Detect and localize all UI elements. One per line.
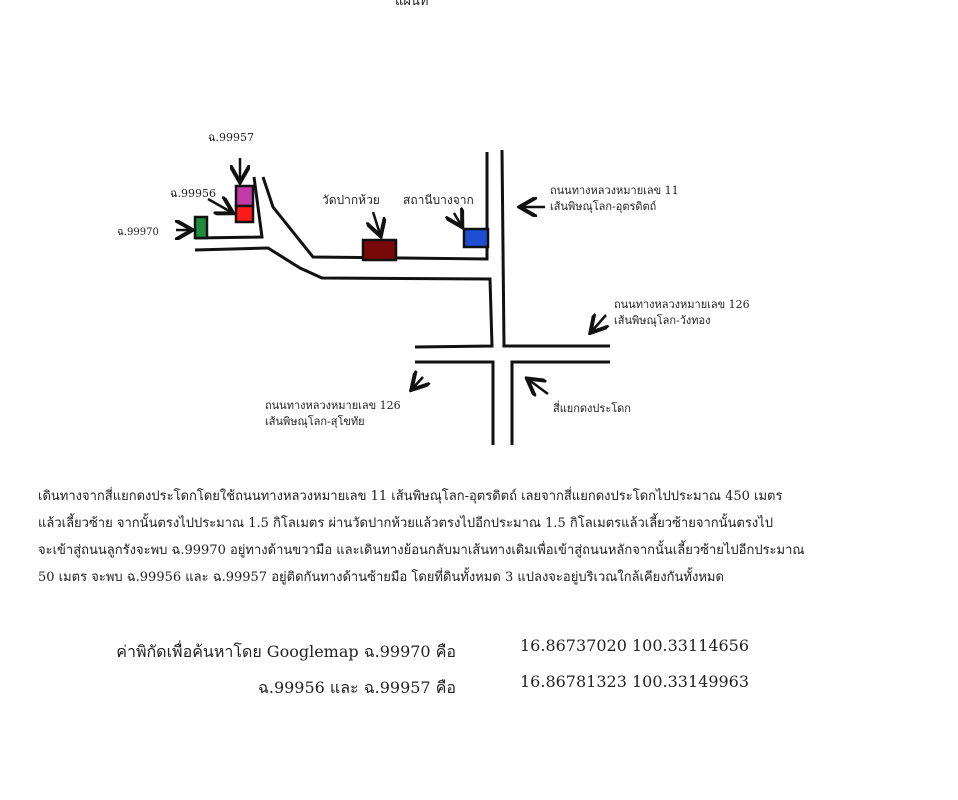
road-label-line: ถนนทางหลวงหมายเลข 11 — [550, 184, 679, 197]
arrow-icon — [529, 380, 549, 394]
page-title: แผนที่ — [395, 0, 429, 9]
landmark-bangchak-station — [462, 227, 490, 249]
arrow-icon — [207, 199, 231, 212]
directions-line: จะเข้าสู่ถนนลูกรังจะพบ ฉ.99970 อยู่ทางด้… — [38, 543, 805, 558]
road-label-line: เส้นพิษณุโลก-อุตรดิตถ์ — [550, 200, 657, 213]
arrow-icon — [373, 211, 380, 234]
coord-value-99956-99957: 16.86781323 100.33149963 — [520, 672, 750, 691]
main-road-north-edge — [261, 152, 489, 261]
plot-label-99957: ฉ.99957 — [208, 131, 254, 144]
side-road-north-edge — [194, 176, 264, 240]
road-label-line: เส้นพิษณุโลก-สุโขทัย — [265, 415, 365, 428]
plot-label-99956: ฉ.99956 — [170, 187, 216, 200]
directions-line: 50 เมตร จะพบ ฉ.99956 และ ฉ.99957 อยู่ติด… — [38, 570, 724, 585]
landmark-wat-pak-huai — [361, 238, 398, 262]
coord-label-99956-99957: ฉ.99956 และ ฉ.99957 คือ — [257, 678, 456, 697]
main-road-south-edge — [194, 246, 494, 349]
highway-11-east-edge — [500, 149, 610, 348]
location-map — [0, 149, 610, 445]
arrow-icon — [592, 315, 606, 331]
road-label-line: ถนนทางหลวงหมายเลข 126 — [265, 399, 401, 412]
road-label-hwy126-east: ถนนทางหลวงหมายเลข 126 เส้นพิษณุโลก-วังทอ… — [614, 297, 750, 329]
directions-line: เดินทางจากสี่แยกดงประโดกโดยใช้ถนนทางหลวง… — [38, 489, 783, 504]
directions-text: เดินทางจากสี่แยกดงประโดกโดยใช้ถนนทางหลวง… — [38, 483, 918, 591]
junction-label: สี่แยกดงประโดก — [553, 402, 631, 415]
road-label-line: เส้นพิษณุโลก-วังทอง — [614, 314, 711, 327]
plot-99957 — [234, 184, 255, 208]
arrow-icon — [454, 213, 461, 225]
highway-southwest-edge — [415, 360, 495, 445]
landmark-label-wat: วัดปากห้วย — [322, 193, 380, 207]
road-label-hwy126-west: ถนนทางหลวงหมายเลข 126 เส้นพิษณุโลก-สุโขท… — [265, 398, 401, 430]
roads — [194, 149, 610, 445]
road-label-hwy11: ถนนทางหลวงหมายเลข 11 เส้นพิษณุโลก-อุตรดิ… — [550, 183, 679, 215]
landmark-label-station: สถานีบางจาก — [403, 193, 474, 207]
directions-line: แล้วเลี้ยวซ้าย จากนั้นตรงไปประมาณ 1.5 กิ… — [38, 516, 773, 531]
plot-99956 — [234, 204, 255, 224]
arrow-icon — [413, 377, 423, 388]
plot-label-99970: ฉ.99970 — [117, 227, 159, 238]
coord-label-99970: ค่าพิกัดเพื่อค้นหาโดย Googlemap ฉ.99970 … — [116, 642, 456, 661]
highway-southeast-edge — [510, 360, 610, 445]
road-label-line: ถนนทางหลวงหมายเลข 126 — [614, 298, 750, 311]
coord-value-99970: 16.86737020 100.33114656 — [520, 636, 750, 655]
plot-99970 — [193, 215, 209, 240]
